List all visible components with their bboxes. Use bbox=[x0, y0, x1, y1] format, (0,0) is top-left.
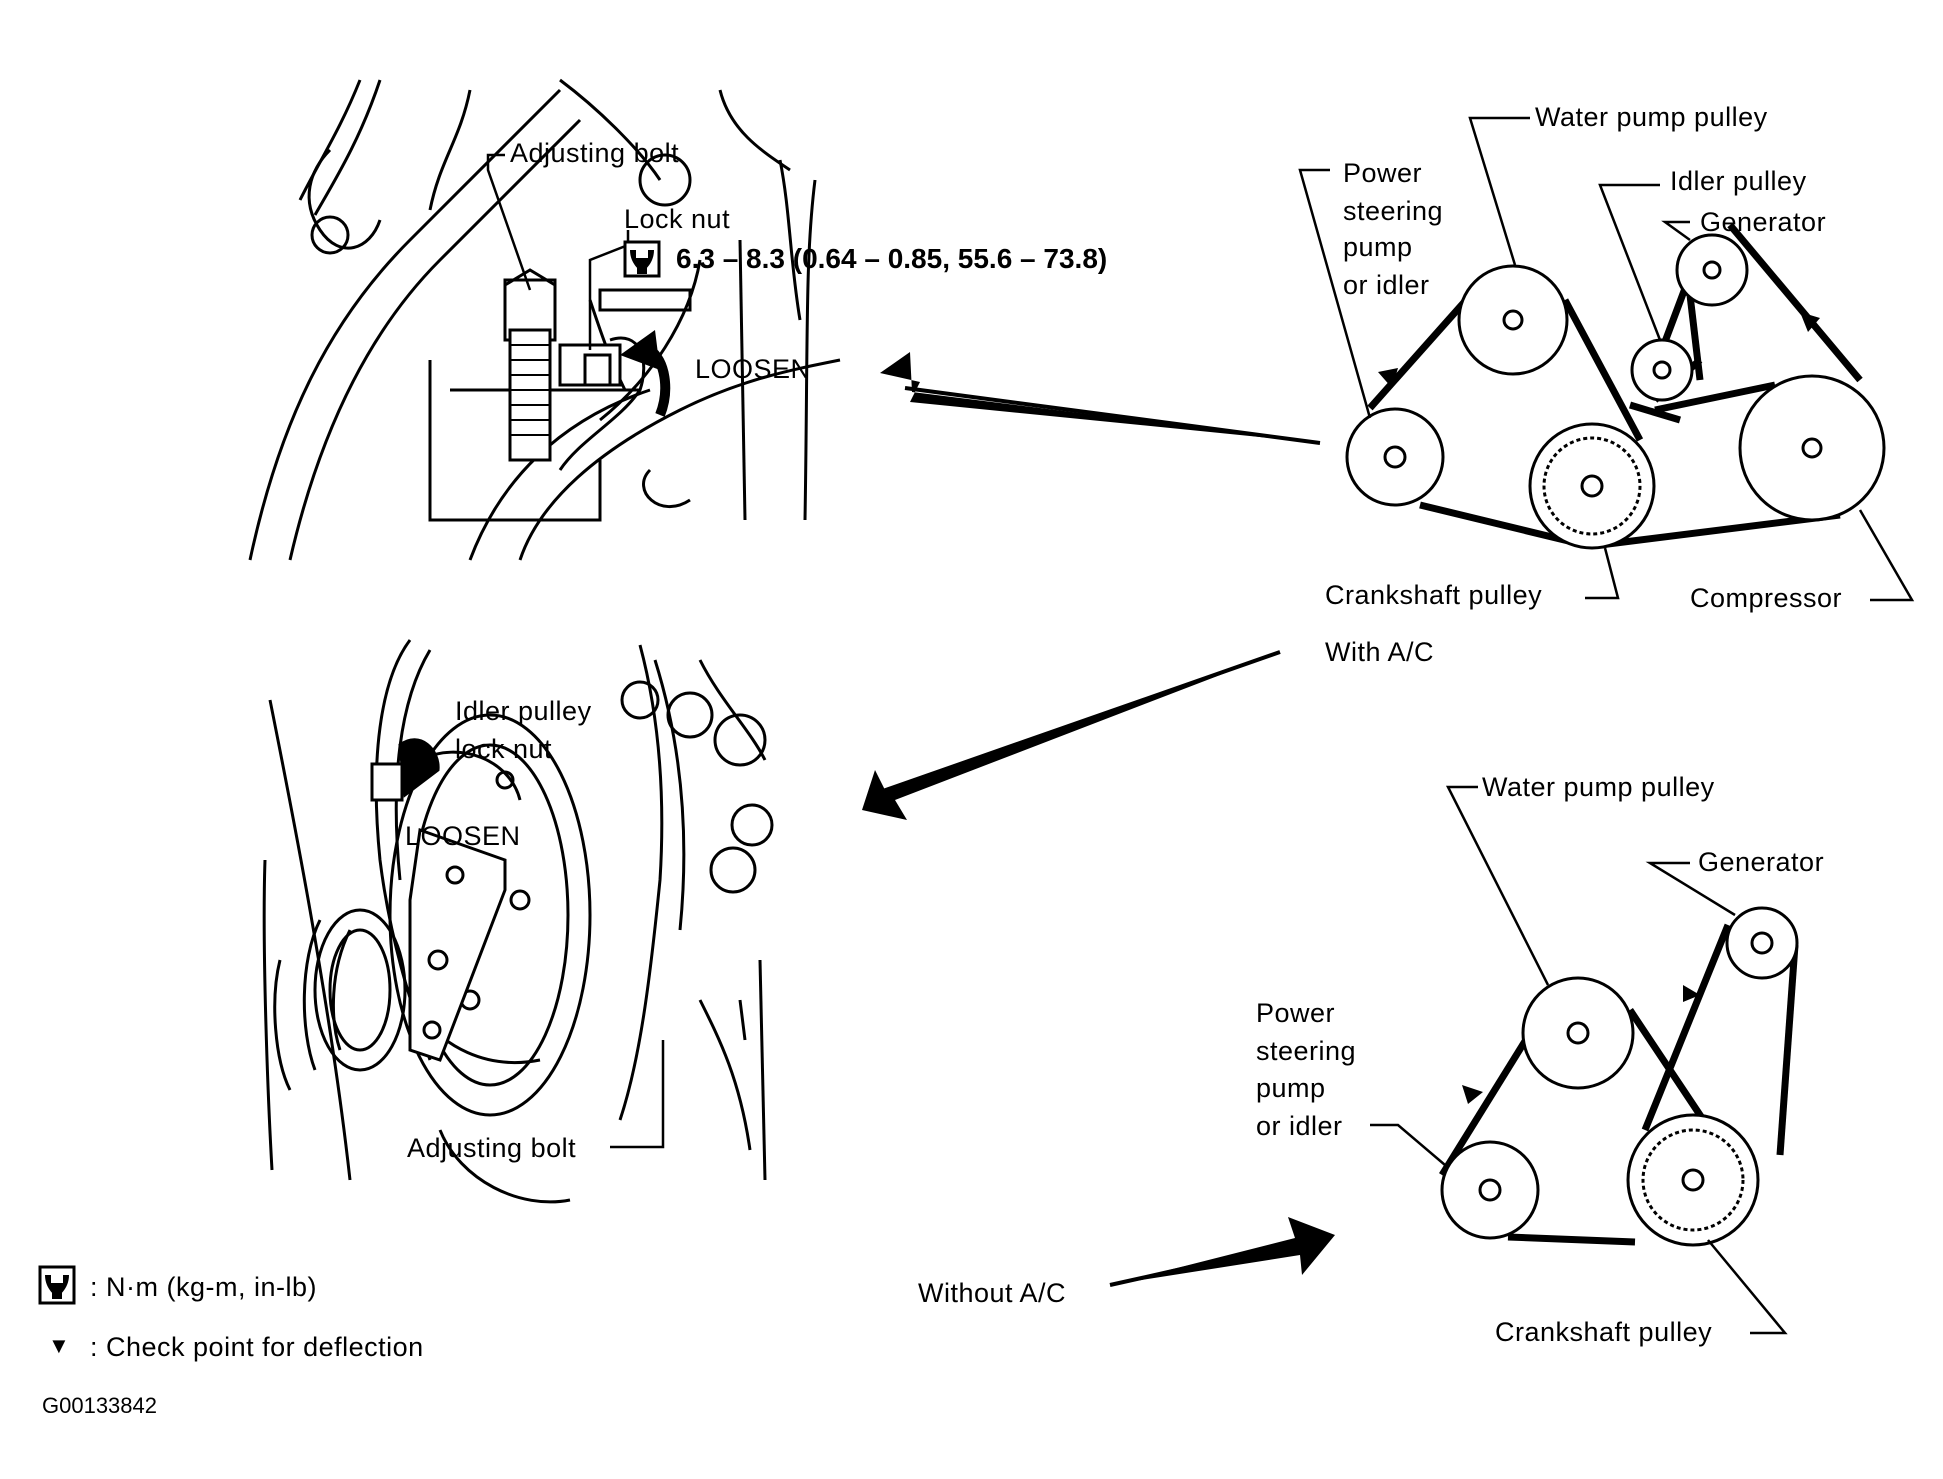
with-ac-caption: With A/C bbox=[1325, 637, 1434, 667]
with-ac-compressor-pulley bbox=[1738, 374, 1886, 522]
without-ac-pulleys bbox=[1440, 906, 1799, 1247]
loosen-label-top: LOOSEN bbox=[695, 354, 811, 384]
without-ac-generator-leader bbox=[1645, 861, 1736, 917]
with-ac-power-steering-label-3: pump bbox=[1343, 232, 1413, 262]
without-ac-crankshaft-label: Crankshaft pulley bbox=[1495, 1317, 1712, 1347]
figure-id: G00133842 bbox=[42, 1393, 157, 1418]
legend-triangle-icon: ▼ bbox=[48, 1333, 70, 1358]
with-ac-compressor-leader bbox=[1858, 509, 1915, 602]
idler-lock-nut-label-line1: Idler pulley bbox=[455, 696, 592, 726]
lock-nut-graphic bbox=[558, 336, 646, 471]
without-ac-pointer-arrow bbox=[1110, 1217, 1335, 1285]
without-ac-water-pump-label: Water pump pulley bbox=[1482, 772, 1715, 802]
without-ac-power-steering-label-1: Power bbox=[1256, 998, 1335, 1028]
deflection-marker-3 bbox=[1462, 1085, 1483, 1104]
legend: : N·m (kg-m, in-lb) ▼ : Check point for … bbox=[38, 1265, 424, 1418]
pointer-arrow-bottom bbox=[862, 652, 1280, 820]
torque-spec: 6.3 – 8.3 (0.64 – 0.85, 55.6 – 73.8) bbox=[676, 243, 1107, 274]
with-ac-generator-label: Generator bbox=[1700, 207, 1826, 237]
with-ac-compressor-label: Compressor bbox=[1690, 583, 1842, 613]
without-ac-generator-label: Generator bbox=[1698, 847, 1824, 877]
idler-bracket-graphic bbox=[408, 827, 507, 1062]
deflection-marker-2 bbox=[1800, 312, 1820, 332]
with-ac-power-steering-label-1: Power bbox=[1343, 158, 1422, 188]
lock-nut-leader bbox=[588, 230, 630, 350]
with-ac-water-pump-label: Water pump pulley bbox=[1535, 102, 1768, 132]
without-ac-water-pump-pulley bbox=[1521, 976, 1635, 1090]
legend-torque-units: : N·m (kg-m, in-lb) bbox=[90, 1272, 317, 1302]
without-ac-power-steering-label-4: or idler bbox=[1256, 1111, 1343, 1141]
with-ac-crankshaft-leader bbox=[1585, 547, 1620, 600]
with-ac-power-steering-label-2: steering bbox=[1343, 196, 1443, 226]
with-ac-water-pump-leader bbox=[1468, 116, 1530, 266]
loosen-arrowhead-top bbox=[620, 330, 660, 370]
without-ac-crankshaft-pulley bbox=[1626, 1113, 1760, 1247]
adjusting-bolt-leader-bottom bbox=[610, 1040, 665, 1149]
with-ac-water-pump-pulley bbox=[1457, 264, 1569, 376]
with-ac-power-steering-leader bbox=[1298, 168, 1372, 419]
without-ac-water-pump-leader bbox=[1445, 785, 1550, 986]
top-engine-detail bbox=[248, 78, 841, 561]
idler-lock-nut-graphic bbox=[370, 738, 440, 802]
without-ac-power-steering-label-2: steering bbox=[1256, 1036, 1356, 1066]
deflection-marker-1 bbox=[1378, 368, 1398, 388]
without-ac-power-steering-label-3: pump bbox=[1256, 1073, 1326, 1103]
lock-nut-label: Lock nut bbox=[624, 204, 730, 234]
without-ac-crankshaft-leader bbox=[1707, 1239, 1788, 1335]
with-ac-idler-pulley bbox=[1630, 338, 1694, 402]
torque-wrench-icon bbox=[623, 240, 661, 278]
without-ac-caption: Without A/C bbox=[918, 1278, 1066, 1308]
adjusting-bolt-leader-top bbox=[486, 153, 532, 291]
with-ac-power-steering-label-4: or idler bbox=[1343, 270, 1430, 300]
adjusting-bolt-label-bottom: Adjusting bolt bbox=[407, 1133, 576, 1163]
with-ac-power-steering-pulley bbox=[1345, 407, 1445, 507]
deflection-marker-4 bbox=[1683, 985, 1700, 1002]
pointer-arrow-top bbox=[880, 352, 1320, 443]
adjusting-bolt-label-top: Adjusting bolt bbox=[510, 138, 679, 168]
with-ac-belt-diagram: Water pump pulley Power steering pump or… bbox=[1298, 102, 1915, 667]
with-ac-crankshaft-pulley bbox=[1528, 422, 1656, 550]
without-ac-generator-pulley bbox=[1725, 906, 1799, 980]
with-ac-idler-leader bbox=[1598, 183, 1662, 341]
with-ac-generator-pulley bbox=[1675, 233, 1749, 307]
with-ac-generator-leader bbox=[1661, 220, 1691, 242]
without-ac-belt bbox=[1439, 923, 1799, 1246]
with-ac-pulleys bbox=[1345, 233, 1886, 550]
without-ac-power-steering-leader bbox=[1370, 1123, 1446, 1166]
legend-torque-wrench-icon bbox=[38, 1265, 76, 1305]
idler-lock-nut-label-line2: lock nut bbox=[455, 734, 552, 764]
loosen-label-bottom: LOOSEN bbox=[405, 821, 521, 851]
without-ac-belt-diagram: Water pump pulley Generator Power steeri… bbox=[918, 772, 1824, 1347]
with-ac-idler-label: Idler pulley bbox=[1670, 166, 1807, 196]
with-ac-crankshaft-label: Crankshaft pulley bbox=[1325, 580, 1542, 610]
legend-deflection: : Check point for deflection bbox=[90, 1332, 424, 1362]
without-ac-power-steering-pulley bbox=[1440, 1140, 1540, 1240]
